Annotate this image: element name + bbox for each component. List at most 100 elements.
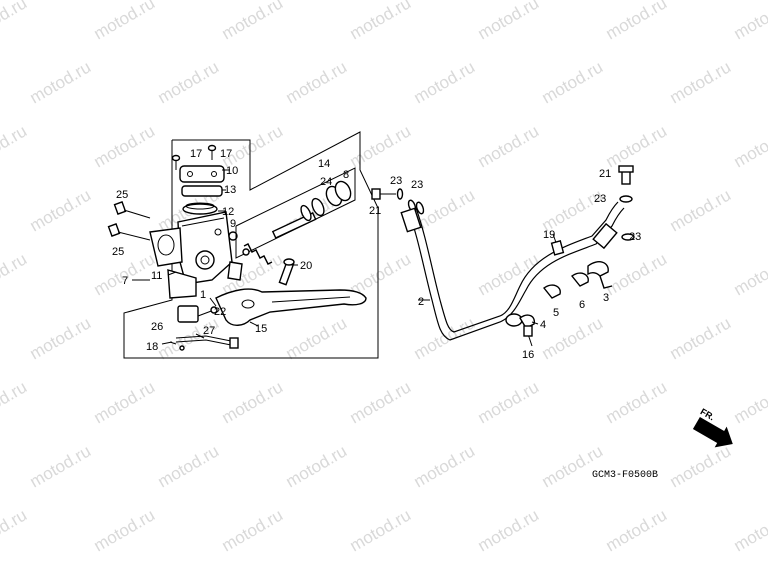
watermark-text: motod.ru — [0, 505, 30, 555]
mounting-bolt — [107, 201, 151, 241]
piston-set — [235, 167, 356, 265]
callout-6: 6 — [579, 299, 585, 311]
watermark-text: motod.ru — [603, 377, 671, 427]
callout-5: 5 — [553, 307, 559, 319]
callout-17a: 17 — [190, 148, 202, 160]
callout-11: 11 — [151, 270, 162, 282]
callout-23b: 23 — [411, 179, 423, 191]
watermark-text: motod.ru — [667, 441, 735, 491]
callout-1: 1 — [200, 289, 206, 301]
watermark-text: motod.ru — [219, 505, 287, 555]
watermark-text: motod.ru — [347, 121, 415, 171]
master-cylinder-body — [149, 211, 243, 299]
reservoir-cap — [179, 165, 225, 215]
callout-15: 15 — [255, 323, 267, 335]
watermark-text: motod.ru — [91, 0, 159, 43]
watermark-text: motod.ru — [731, 505, 768, 555]
watermark-text: motod.ru — [475, 0, 543, 43]
callout-23c: 23 — [594, 193, 606, 205]
drawing-code: GCM3-F0500B — [592, 470, 658, 481]
callout-25b: 25 — [112, 246, 124, 258]
watermark-text: motod.ru — [667, 57, 735, 107]
callout-4: 4 — [540, 319, 546, 331]
watermark-text: motod.ru — [603, 249, 671, 299]
watermark-text: motod.ru — [539, 57, 607, 107]
watermark-text: motod.ru — [0, 249, 30, 299]
callout-2: 2 — [418, 296, 424, 308]
watermark-text: motod.ru — [91, 377, 159, 427]
callout-14: 14 — [318, 158, 330, 170]
watermark-text: motod.ru — [411, 57, 479, 107]
watermark-text: motod.ru — [667, 185, 735, 235]
callout-20: 20 — [300, 260, 312, 272]
callout-8: 8 — [343, 169, 349, 181]
hose-clamps — [519, 233, 613, 347]
watermark-text: motod.ru — [603, 0, 671, 43]
watermark-text: motod.ru — [539, 441, 607, 491]
callout-19: 19 — [543, 229, 555, 241]
watermark-text: motod.ru — [219, 121, 287, 171]
watermark-text: motod.ru — [219, 377, 287, 427]
watermark-text: motod.ru — [0, 0, 30, 43]
watermark-text: motod.ru — [603, 121, 671, 171]
callout-24: 24 — [320, 176, 332, 188]
watermark-text: motod.ru — [475, 505, 543, 555]
watermark-text: motod.ru — [283, 441, 351, 491]
watermark-text: motod.ru — [91, 505, 159, 555]
callout-9: 9 — [230, 218, 236, 230]
banjo-bolt-lower — [618, 165, 635, 241]
watermark-text: motod.ru — [347, 0, 415, 43]
clutch-hose — [400, 201, 625, 341]
clutch-switch — [169, 305, 239, 351]
callout-22: 22 — [214, 306, 226, 318]
callout-21a: 21 — [369, 205, 381, 217]
callout-16: 16 — [522, 349, 534, 361]
watermark-text: motod.ru — [731, 121, 768, 171]
watermark-text: motod.ru — [27, 57, 95, 107]
master-cylinder-frame — [123, 131, 379, 359]
watermark-text: motod.ru — [155, 441, 223, 491]
watermark-text: motod.ru — [283, 57, 351, 107]
callout-3: 3 — [603, 292, 609, 304]
watermark-text: motod.ru — [539, 313, 607, 363]
watermark-text: motod.ru — [731, 0, 768, 43]
watermark-text: motod.ru — [603, 505, 671, 555]
clutch-lever — [215, 288, 367, 326]
watermark-text: motod.ru — [475, 249, 543, 299]
callout-21b: 21 — [599, 168, 611, 180]
watermark-text: motod.ru — [155, 57, 223, 107]
callout-13: 13 — [224, 184, 236, 196]
callout-17b: 17 — [220, 148, 232, 160]
callout-25a: 25 — [116, 189, 128, 201]
watermark-text: motod.ru — [283, 313, 351, 363]
watermark-text: motod.ru — [0, 121, 30, 171]
callout-12: 12 — [222, 206, 234, 218]
callout-numbers: 1 2 3 4 5 6 7 8 9 10 11 12 13 14 15 16 1… — [112, 148, 641, 361]
watermark-text: motod.ru — [27, 441, 95, 491]
callout-10: 10 — [226, 165, 238, 177]
callout-7: 7 — [122, 275, 128, 287]
callout-18: 18 — [146, 341, 158, 353]
leader-lines — [132, 169, 539, 345]
watermark-text: motod.ru — [91, 121, 159, 171]
watermark-text: motod.ru — [475, 377, 543, 427]
watermark-text: motod.ru — [475, 121, 543, 171]
watermark-text: motod.ru — [411, 441, 479, 491]
watermark-text: motod.ru — [731, 377, 768, 427]
watermark-text: motod.ru — [667, 313, 735, 363]
watermark-text: motod.ru — [731, 249, 768, 299]
callout-27: 27 — [203, 325, 215, 337]
watermark-text: motod.ru — [347, 505, 415, 555]
pivot-bolt — [278, 258, 295, 286]
watermark-text: motod.ru — [347, 377, 415, 427]
callout-23a: 23 — [390, 175, 402, 187]
watermark-text: motod.ru — [0, 377, 30, 427]
watermark-text: motod.ru — [411, 313, 479, 363]
banjo-bolt-upper — [371, 188, 425, 215]
watermark-text: motod.ru — [219, 0, 287, 43]
watermark-text: motod.ru — [27, 185, 95, 235]
callout-23d: 23 — [629, 231, 641, 243]
cap-screw — [171, 144, 217, 170]
callout-26: 26 — [151, 321, 163, 333]
